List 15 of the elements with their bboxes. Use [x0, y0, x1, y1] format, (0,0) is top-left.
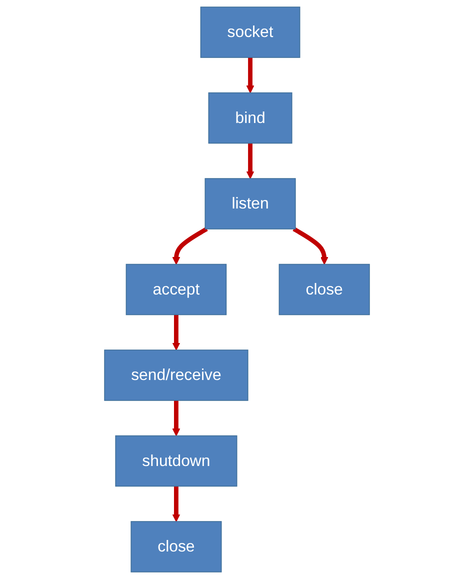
- arrow: [172, 227, 208, 265]
- arrow: [172, 314, 180, 350]
- arrow: [246, 57, 254, 94]
- node-box: close: [278, 264, 370, 316]
- arrow: [246, 143, 254, 179]
- node-box: listen: [204, 178, 296, 230]
- node-box: bind: [208, 92, 292, 144]
- node-box: close: [130, 521, 222, 572]
- node-box: accept: [126, 264, 227, 316]
- node-box: shutdown: [115, 435, 238, 487]
- arrow: [172, 486, 180, 522]
- arrow: [172, 400, 180, 436]
- node-box: send/receive: [104, 350, 248, 401]
- arrow: [292, 227, 328, 265]
- node-box: socket: [200, 6, 300, 58]
